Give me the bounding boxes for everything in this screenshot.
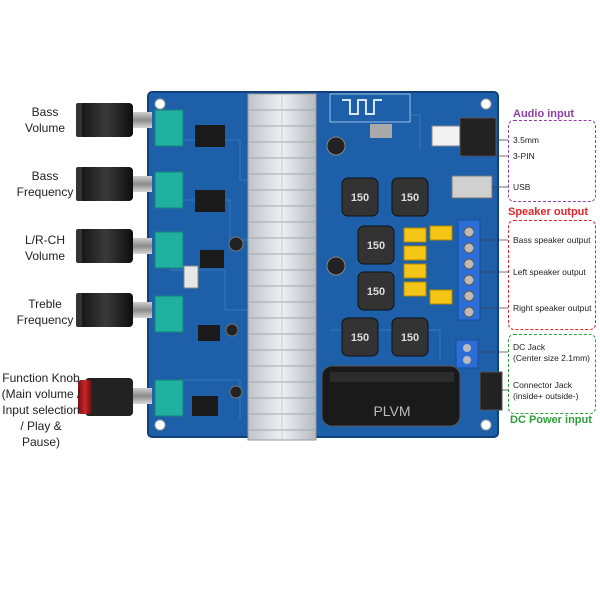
- heatsink: [247, 93, 317, 441]
- label-connector-jack-detail: (inside+ outside-): [513, 391, 579, 401]
- label-bass-speaker-output: Bass speaker output: [513, 235, 591, 245]
- capacitor: [326, 256, 346, 276]
- label-line: (Main volume /: [1, 387, 81, 401]
- label-3-pin: 3-PIN: [513, 151, 535, 161]
- label-lr-ch-volume: L/R-CH Volume: [0, 232, 90, 264]
- label-line: Bass: [31, 105, 59, 119]
- knobs: [76, 103, 152, 416]
- inductor-label: 150: [401, 192, 419, 204]
- label-line: Volume: [24, 121, 66, 135]
- audio-input-title: Audio input: [513, 108, 575, 120]
- inductors: 150 150 150 150 150 150: [341, 177, 429, 357]
- label-3-5mm: 3.5mm: [513, 135, 539, 145]
- label-dc-jack-detail: (Center size 2.1mm): [513, 353, 590, 363]
- dc-power-title: DC Power input: [510, 414, 592, 426]
- label-connector-jack: Connector Jack: [513, 380, 573, 390]
- treble-frequency-knob: [76, 293, 152, 327]
- inductor-label: 150: [351, 332, 369, 344]
- function-knob: [78, 378, 152, 416]
- 3.5mm-jack: [459, 117, 497, 157]
- lr-ch-volume-knob: [76, 229, 152, 263]
- dc-power-box: [508, 334, 596, 414]
- label-treble-frequency: Treble Frequency: [0, 296, 90, 328]
- label-usb: USB: [513, 182, 531, 192]
- label-right-speaker-output: Right speaker output: [513, 303, 592, 313]
- crystal: [370, 124, 392, 138]
- inductor-label: 150: [367, 286, 385, 298]
- film-capacitors: [403, 225, 453, 305]
- label-line: Frequency: [16, 185, 74, 199]
- dc-connectors: [455, 339, 503, 411]
- capacitor: [326, 136, 346, 156]
- label-left-speaker-output: Left speaker output: [513, 267, 586, 277]
- label-line: Function Knob: [2, 371, 80, 385]
- bluetooth-module: [329, 93, 411, 123]
- leader-lines: [466, 139, 508, 391]
- speaker-terminals: [457, 219, 481, 321]
- speaker-output-box: [508, 220, 596, 330]
- label-line: Treble: [28, 297, 62, 311]
- bass-frequency-knob: [76, 167, 152, 201]
- capacitor-text: PLVM: [373, 403, 410, 419]
- inductor-label: 150: [401, 332, 419, 344]
- input-connectors: [431, 117, 497, 199]
- label-bass-frequency: Bass Frequency: [0, 168, 90, 200]
- potentiometers: [154, 109, 244, 417]
- label-line: L/R-CH: [24, 233, 65, 247]
- label-line: Volume: [24, 249, 66, 263]
- inductor-label: 150: [367, 240, 385, 252]
- label-function-knob: Function Knob (Main volume / Input selec…: [0, 370, 82, 450]
- speaker-output-title: Speaker output: [508, 206, 589, 218]
- main-capacitor: PLVM: [321, 365, 461, 427]
- label-line: Bass: [31, 169, 59, 183]
- inductor-label: 150: [351, 192, 369, 204]
- label-line: / Play & Pause): [20, 419, 62, 449]
- usb-port: [451, 175, 493, 199]
- audio-input-box: [508, 120, 596, 202]
- label-bass-volume: Bass Volume: [0, 104, 90, 136]
- bass-volume-knob: [76, 103, 152, 137]
- label-line: Input selection: [2, 403, 80, 417]
- label-line: Frequency: [16, 313, 74, 327]
- label-dc-jack: DC Jack: [513, 342, 546, 352]
